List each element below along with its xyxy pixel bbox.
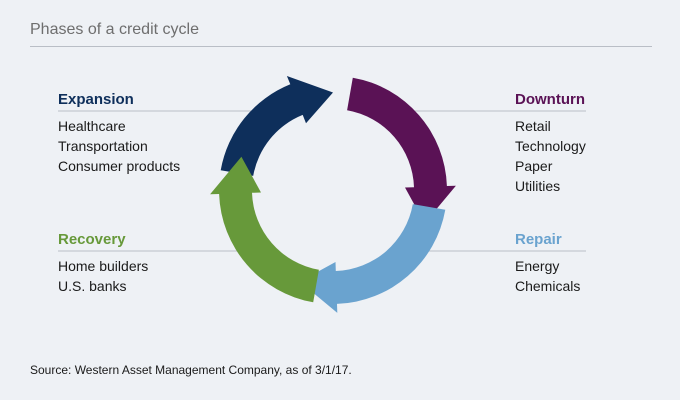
diagram-title: Phases of a credit cycle [30,21,199,38]
phase-expansion: Expansion Healthcare Transportation Cons… [58,91,180,176]
phase-item: Technology [515,138,586,154]
phase-item: Paper [515,158,553,174]
phase-items-recovery: Home builders U.S. banks [58,256,148,296]
leader-lines [58,110,586,252]
phase-downturn: Downturn Retail Technology Paper Utiliti… [515,91,586,196]
phase-repair: Repair Energy Chemicals [515,231,580,296]
phase-title-downturn: Downturn [515,91,585,108]
title-divider [30,46,652,47]
phase-recovery: Recovery Home builders U.S. banks [58,231,148,296]
source-note: Source: Western Asset Management Company… [30,363,352,377]
arrow-downturn [347,77,456,224]
cycle-arrows [210,76,456,313]
phase-items-downturn: Retail Technology Paper Utilities [515,116,586,196]
phase-item: Energy [515,258,560,274]
phase-title-expansion: Expansion [58,91,134,108]
phase-items-expansion: Healthcare Transportation Consumer produ… [58,116,180,176]
phase-item: Consumer products [58,158,181,174]
phase-item: Healthcare [58,118,126,134]
phase-title-repair: Repair [515,231,562,248]
arrow-expansion [220,76,333,176]
phase-title-recovery: Recovery [58,231,126,248]
arrow-recovery [210,156,319,303]
arrow-repair [299,204,446,313]
phase-item: Retail [515,118,551,134]
phase-item: Chemicals [515,278,581,294]
phase-item: Transportation [58,138,148,154]
phase-items-repair: Energy Chemicals [515,256,580,296]
phase-item: Utilities [515,178,561,194]
phase-item: U.S. banks [58,278,127,294]
phase-item: Home builders [58,258,149,274]
